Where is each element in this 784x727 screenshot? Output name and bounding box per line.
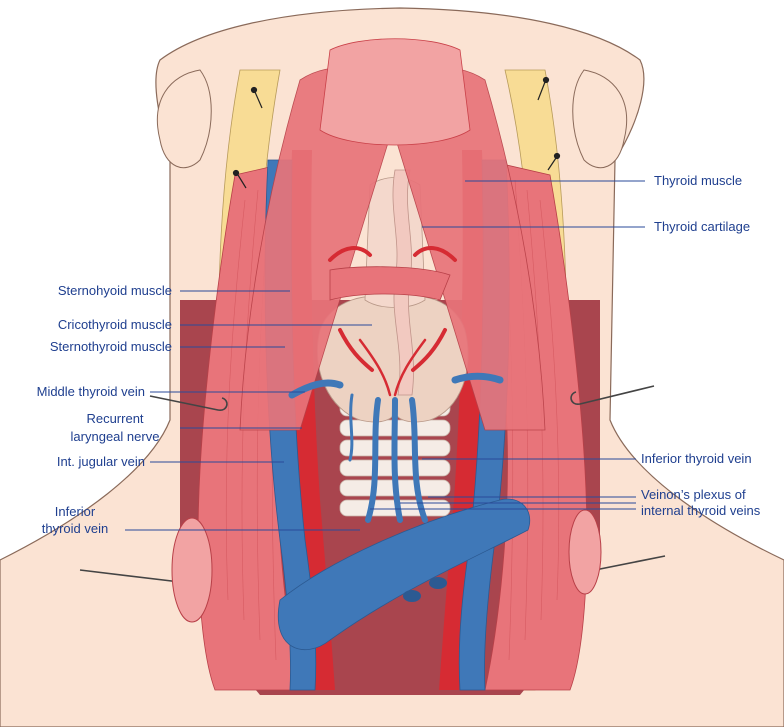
label-recurrent-laryngeal-nerve-line2: laryngeal nerve xyxy=(70,429,160,444)
retractor-pins xyxy=(232,76,561,189)
label-thyroid-muscle: Thyroid muscle xyxy=(654,173,743,188)
cut-muscle-left xyxy=(171,517,213,623)
label-veinons-plexus-line1: Veinon’s plexus of xyxy=(641,487,746,502)
sternothyroid-band xyxy=(329,266,451,301)
thyroid-veins xyxy=(288,372,504,523)
label-sternothyroid-muscle: Sternothyroid muscle xyxy=(49,339,172,354)
brachiocephalic-vein xyxy=(277,498,531,650)
label-recurrent-laryngeal-nerve-line1: Recurrent xyxy=(86,411,144,426)
label-inferior-thyroid-vein-left-line2: thyroid vein xyxy=(41,521,109,536)
vein-opening-1 xyxy=(403,590,421,602)
cut-muscle-right xyxy=(568,509,602,595)
label-thyroid-cartilage: Thyroid cartilage xyxy=(654,219,751,234)
label-cricothyroid-muscle: Cricothyroid muscle xyxy=(57,317,172,332)
label-int-jugular-vein: Int. jugular vein xyxy=(56,454,145,469)
thyroid-arteries xyxy=(328,246,457,397)
label-veinons-plexus-line2: internal thyroid veins xyxy=(641,503,761,518)
thyrohyoid-upper xyxy=(319,38,471,146)
label-inferior-thyroid-vein-left-line1: Inferior xyxy=(54,504,96,519)
label-sternohyoid-muscle: Sternohyoid muscle xyxy=(57,283,172,298)
label-inferior-thyroid-vein-right: Inferior thyroid vein xyxy=(641,451,752,466)
chin-fold-left xyxy=(156,69,212,169)
chin-fold-right xyxy=(572,69,628,169)
vein-opening-2 xyxy=(429,577,447,589)
label-leader-lines xyxy=(125,180,645,531)
label-middle-thyroid-vein: Middle thyroid vein xyxy=(36,384,145,399)
